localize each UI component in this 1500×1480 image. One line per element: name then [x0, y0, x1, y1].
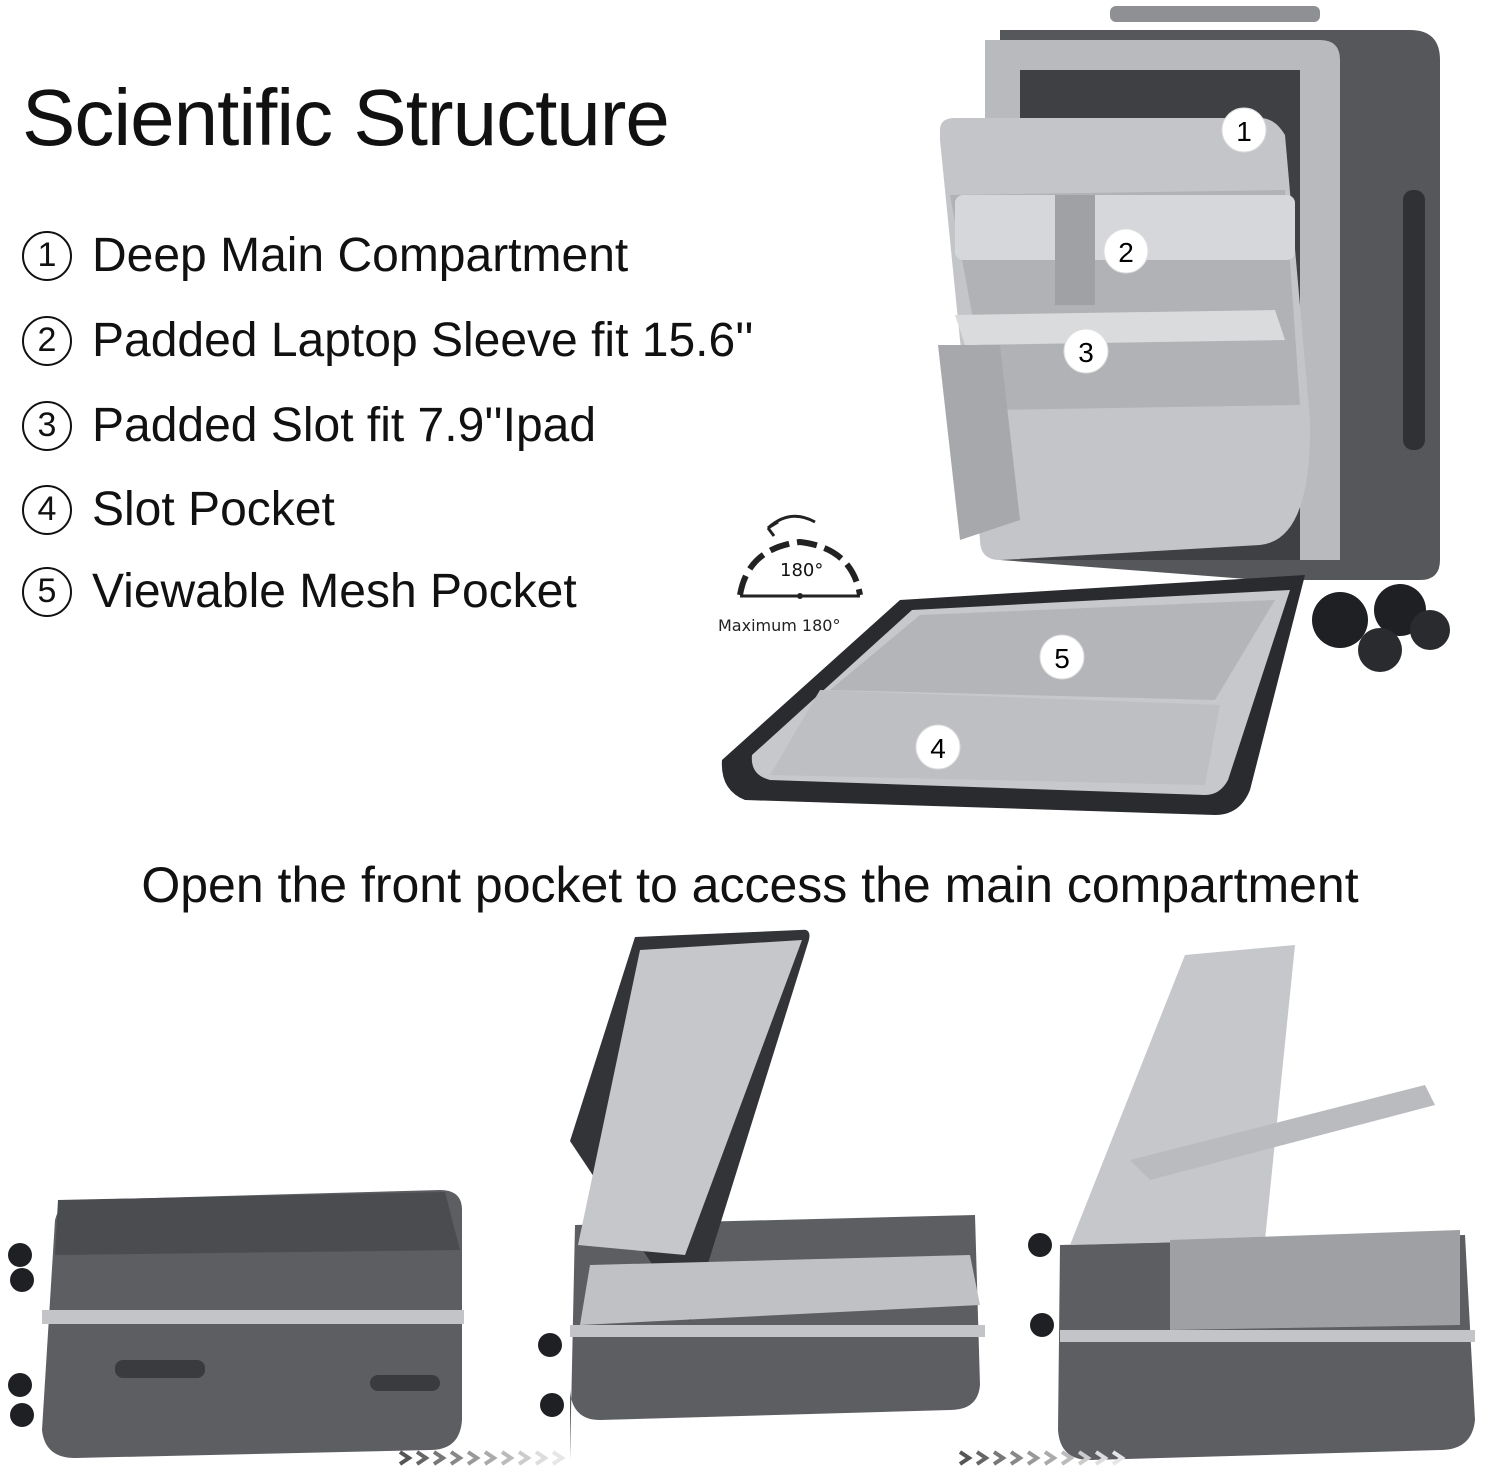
feature-number: 2 — [22, 315, 72, 366]
svg-text:1: 1 — [1236, 116, 1252, 147]
suitcase-closed-illustration — [8, 1190, 464, 1458]
feature-item-4: 4 Slot Pocket — [22, 482, 335, 537]
side-handle — [1403, 190, 1425, 450]
feature-item-2: 2 Padded Laptop Sleeve fit 15.6'' — [22, 313, 754, 368]
rotation-degrees: 180° — [780, 560, 824, 581]
wheel — [1312, 592, 1368, 648]
feature-number: 3 — [22, 400, 72, 451]
wheel — [1410, 610, 1450, 650]
aluminum-frame — [985, 40, 1340, 560]
rotation-indicator-icon — [737, 514, 863, 599]
callout-1: 1 — [1221, 107, 1267, 153]
callout-4: 4 — [915, 724, 961, 770]
svg-text:4: 4 — [930, 733, 946, 764]
section-subtitle: Open the front pocket to access the main… — [141, 857, 1359, 913]
slot-pocket — [770, 690, 1220, 785]
callout-3: 3 — [1063, 328, 1109, 374]
feature-number: 4 — [22, 484, 72, 535]
laptop-device — [955, 195, 1295, 260]
feature-label: Padded Slot fit 7.9''Ipad — [92, 399, 597, 452]
feature-item-3: 3 Padded Slot fit 7.9''Ipad — [22, 398, 596, 453]
feature-number: 1 — [22, 230, 72, 281]
rotation-caption: Maximum 180° — [718, 616, 841, 635]
feature-label: Slot Pocket — [92, 483, 335, 536]
wheel — [1358, 628, 1402, 672]
suitcase-handle — [1110, 6, 1320, 22]
progress-arrows-icon — [958, 1450, 1126, 1466]
tablet-device — [955, 310, 1285, 345]
svg-text:2: 2 — [1118, 237, 1134, 268]
side-pocket — [938, 345, 1020, 540]
feature-item-1: 1 Deep Main Compartment — [22, 228, 628, 283]
feature-item-5: 5 Viewable Mesh Pocket — [22, 564, 577, 619]
callout-5: 5 — [1039, 634, 1085, 680]
progress-arrows-icon — [398, 1450, 566, 1466]
velcro-strap — [1055, 195, 1095, 305]
svg-text:3: 3 — [1078, 337, 1094, 368]
suitcase-front-open-illustration — [538, 929, 985, 1460]
open-suitcase-illustration: 1 2 3 4 5 — [721, 6, 1450, 815]
svg-text:5: 5 — [1054, 643, 1070, 674]
feature-label: Viewable Mesh Pocket — [92, 565, 577, 618]
feature-number: 5 — [22, 566, 72, 617]
callout-2: 2 — [1103, 228, 1149, 274]
feature-label: Padded Laptop Sleeve fit 15.6'' — [92, 314, 754, 367]
page-title: Scientific Structure — [22, 73, 670, 162]
suitcase-main-open-illustration — [1028, 945, 1475, 1460]
feature-label: Deep Main Compartment — [92, 229, 629, 282]
